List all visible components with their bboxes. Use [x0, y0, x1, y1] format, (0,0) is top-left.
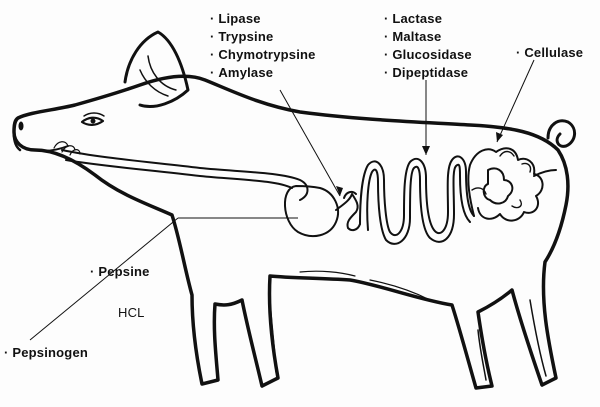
- label-lactase: Lactase: [384, 10, 442, 27]
- small-intestine: [360, 156, 474, 235]
- label-maltase: Maltase: [384, 28, 441, 45]
- label-pepsinogen: Pepsinogen: [4, 344, 88, 361]
- label-amylase: Amylase: [210, 64, 273, 81]
- label-dipeptidase: Dipeptidase: [384, 64, 468, 81]
- ear: [125, 32, 188, 107]
- pointer-lines: [30, 60, 534, 340]
- label-lipase: Lipase: [210, 10, 261, 27]
- stomach: [285, 186, 338, 236]
- pointer-pancreatic: [280, 90, 340, 196]
- large-intestine: [468, 148, 542, 220]
- label-pepsine: Pepsine: [90, 263, 150, 280]
- tail: [548, 121, 575, 146]
- label-glucosidase: Glucosidase: [384, 46, 472, 63]
- label-chymotrypsine: Chymotrypsine: [210, 46, 316, 63]
- label-hcl: HCL: [118, 304, 145, 321]
- pig-body-outline: [14, 76, 568, 388]
- label-cellulase: Cellulase: [516, 44, 583, 61]
- label-trypsine: Trypsine: [210, 28, 273, 45]
- nostril: [19, 122, 23, 130]
- digestive-tract: [54, 142, 556, 244]
